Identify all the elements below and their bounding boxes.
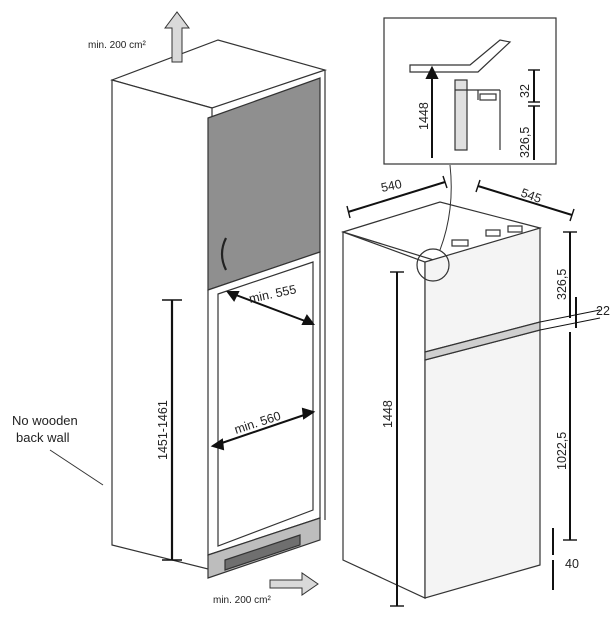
fridge-width-label: 540 — [380, 177, 403, 195]
airflow-top-label: min. 200 cm² — [88, 40, 146, 51]
fridge-width-dim — [346, 175, 448, 219]
niche-height-label: 1451-1461 — [156, 400, 170, 460]
door-handle — [220, 237, 227, 271]
cabinet-group — [110, 39, 328, 579]
airflow-bottom-arrow — [269, 572, 319, 596]
niche-height-dim — [162, 299, 182, 561]
airflow-top-arrow — [164, 11, 190, 63]
niche-depth-dim — [226, 291, 315, 325]
fridge-lower-section-label: 1022,5 — [555, 432, 569, 470]
cabinet-side-panel — [111, 79, 213, 571]
fridge-base-label: 40 — [565, 557, 579, 571]
arrow-right-icon — [269, 572, 319, 596]
fridge-depth-dim — [475, 179, 575, 222]
detail-callout-leader — [439, 164, 452, 251]
detail-box: 1448 32 326,5 — [383, 17, 557, 165]
airflow-bottom-label: min. 200 cm² — [213, 595, 271, 606]
detail-section-label: 326,5 — [518, 127, 532, 158]
fridge-right-dims — [539, 231, 601, 590]
plinth-vent — [224, 534, 301, 571]
back-wall-note-line2: back wall — [16, 430, 70, 445]
detail-top-offset-label: 32 — [518, 84, 532, 98]
detail-callout-circle — [416, 248, 450, 282]
fridge-depth-label: 545 — [519, 186, 543, 206]
fridge-group — [340, 201, 543, 599]
niche-inner — [217, 261, 314, 547]
fridge-top-section-label: 326,5 — [555, 269, 569, 300]
arrow-up-icon — [164, 11, 190, 63]
fridge-height-dim — [390, 271, 404, 607]
niche-width-dim — [210, 407, 316, 451]
fridge-lower-door — [424, 329, 541, 599]
back-wall-note-line1: No wooden — [12, 413, 78, 428]
fridge-height-label: 1448 — [381, 400, 395, 428]
back-wall-pointer — [49, 449, 104, 486]
fridge-gap-label: 22 — [596, 304, 610, 318]
detail-height-label: 1448 — [417, 102, 431, 130]
